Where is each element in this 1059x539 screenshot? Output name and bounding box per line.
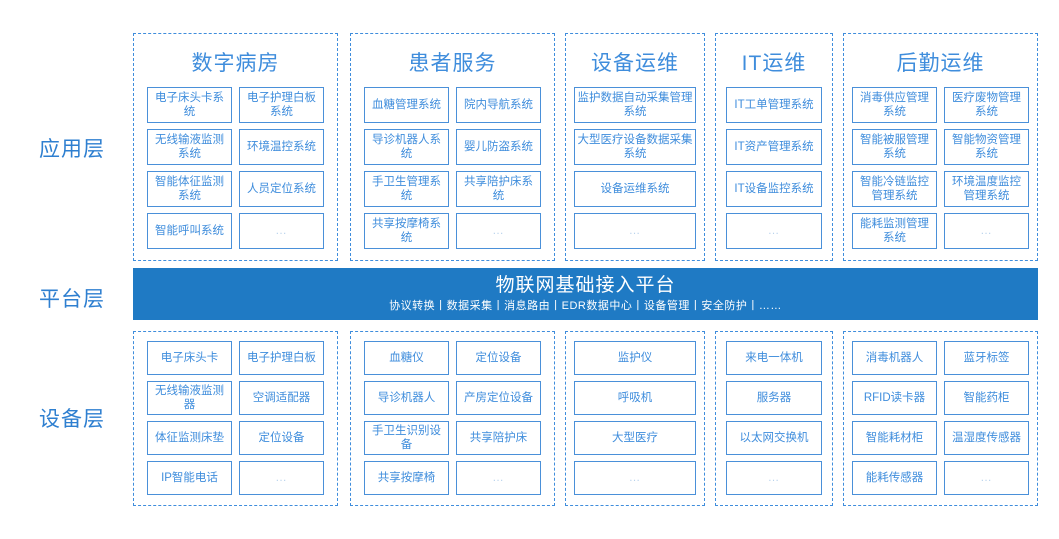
- dev-card[interactable]: 以太网交换机: [726, 421, 822, 455]
- app-group-logistics-ops: 后勤运维 消毒供应管理系统 医疗废物管理系统 智能被服管理系统 智能物资管理系统…: [843, 33, 1038, 261]
- dev-group-logistics-ops: 消毒机器人 蓝牙标签 RFID读卡器 智能药柜 智能耗材柜 温湿度传感器 能耗传…: [843, 331, 1038, 506]
- app-card-ellipsis[interactable]: …: [456, 213, 541, 249]
- app-card[interactable]: 设备运维系统: [574, 171, 696, 207]
- dev-card[interactable]: 手卫生识别设备: [364, 421, 449, 455]
- app-card[interactable]: 能耗监测管理系统: [852, 213, 937, 249]
- dev-card[interactable]: 监护仪: [574, 341, 696, 375]
- app-card[interactable]: 智能体征监测系统: [147, 171, 232, 207]
- app-group-title: 数字病房: [191, 52, 280, 75]
- app-card-grid: IT工单管理系统 IT资产管理系统 IT设备监控系统 …: [716, 87, 832, 249]
- app-card-ellipsis[interactable]: …: [574, 213, 696, 249]
- app-card[interactable]: 人员定位系统: [239, 171, 324, 207]
- dev-card[interactable]: 体征监测床垫: [147, 421, 232, 455]
- app-card[interactable]: 监护数据自动采集管理系统: [574, 87, 696, 123]
- dev-group-patient-service: 血糖仪 定位设备 导诊机器人 产房定位设备 手卫生识别设备 共享陪护床 共享按摩…: [350, 331, 555, 506]
- dev-card[interactable]: 共享陪护床: [456, 421, 541, 455]
- dev-card[interactable]: 呼吸机: [574, 381, 696, 415]
- app-card[interactable]: 血糖管理系统: [364, 87, 449, 123]
- dev-card-grid: 电子床头卡 电子护理白板 无线输液监测器 空调适配器 体征监测床垫 定位设备 I…: [134, 341, 337, 495]
- app-card[interactable]: 消毒供应管理系统: [852, 87, 937, 123]
- app-group-title: 后勤运维: [896, 52, 985, 75]
- dev-card-ellipsis[interactable]: …: [456, 461, 541, 495]
- dev-group-device-ops: 监护仪 呼吸机 大型医疗 …: [565, 331, 705, 506]
- app-card[interactable]: 共享按摩椅系统: [364, 213, 449, 249]
- dev-group-it-ops: 来电一体机 服务器 以太网交换机 …: [715, 331, 833, 506]
- app-card[interactable]: 环境温度监控管理系统: [944, 171, 1029, 207]
- app-card[interactable]: 电子护理白板系统: [239, 87, 324, 123]
- dev-card[interactable]: 智能药柜: [944, 381, 1029, 415]
- app-card[interactable]: 智能物资管理系统: [944, 129, 1029, 165]
- app-card-ellipsis[interactable]: …: [944, 213, 1029, 249]
- dev-card[interactable]: IP智能电话: [147, 461, 232, 495]
- platform-band: 物联网基础接入平台 协议转换丨数据采集丨消息路由丨EDR数据中心丨设备管理丨安全…: [133, 268, 1038, 320]
- dev-card-grid: 血糖仪 定位设备 导诊机器人 产房定位设备 手卫生识别设备 共享陪护床 共享按摩…: [351, 341, 554, 495]
- layer-label-platform: 平台层: [39, 288, 105, 311]
- dev-group-digital-ward: 电子床头卡 电子护理白板 无线输液监测器 空调适配器 体征监测床垫 定位设备 I…: [133, 331, 338, 506]
- dev-card-ellipsis[interactable]: …: [239, 461, 324, 495]
- app-card-grid: 监护数据自动采集管理系统 大型医疗设备数据采集系统 设备运维系统 …: [566, 87, 704, 249]
- dev-card[interactable]: 定位设备: [456, 341, 541, 375]
- platform-subtitle: 协议转换丨数据采集丨消息路由丨EDR数据中心丨设备管理丨安全防护丨……: [389, 299, 782, 312]
- dev-card[interactable]: 温湿度传感器: [944, 421, 1029, 455]
- app-card[interactable]: 医疗废物管理系统: [944, 87, 1029, 123]
- app-card[interactable]: 智能冷链监控管理系统: [852, 171, 937, 207]
- dev-card[interactable]: 消毒机器人: [852, 341, 937, 375]
- app-group-title: 设备运维: [591, 52, 679, 75]
- dev-card-ellipsis[interactable]: …: [944, 461, 1029, 495]
- app-card-grid: 消毒供应管理系统 医疗废物管理系统 智能被服管理系统 智能物资管理系统 智能冷链…: [844, 87, 1037, 249]
- app-card[interactable]: 智能被服管理系统: [852, 129, 937, 165]
- app-card[interactable]: 共享陪护床系统: [456, 171, 541, 207]
- dev-card[interactable]: 空调适配器: [239, 381, 324, 415]
- app-card[interactable]: 电子床头卡系统: [147, 87, 232, 123]
- app-card[interactable]: 无线输液监测系统: [147, 129, 232, 165]
- app-card-ellipsis[interactable]: …: [726, 213, 822, 249]
- dev-card[interactable]: RFID读卡器: [852, 381, 937, 415]
- app-card[interactable]: 院内导航系统: [456, 87, 541, 123]
- layer-label-device: 设备层: [39, 408, 105, 431]
- dev-card[interactable]: 来电一体机: [726, 341, 822, 375]
- dev-card-ellipsis[interactable]: …: [574, 461, 696, 495]
- dev-card-grid: 监护仪 呼吸机 大型医疗 …: [566, 341, 704, 495]
- dev-card[interactable]: 服务器: [726, 381, 822, 415]
- app-group-title: IT运维: [741, 52, 807, 75]
- app-card[interactable]: IT资产管理系统: [726, 129, 822, 165]
- app-card[interactable]: 环境温控系统: [239, 129, 324, 165]
- dev-card[interactable]: 蓝牙标签: [944, 341, 1029, 375]
- app-card[interactable]: 智能呼叫系统: [147, 213, 232, 249]
- app-card[interactable]: 婴儿防盗系统: [456, 129, 541, 165]
- dev-card[interactable]: 血糖仪: [364, 341, 449, 375]
- app-card[interactable]: 大型医疗设备数据采集系统: [574, 129, 696, 165]
- dev-card[interactable]: 无线输液监测器: [147, 381, 232, 415]
- dev-card-grid: 消毒机器人 蓝牙标签 RFID读卡器 智能药柜 智能耗材柜 温湿度传感器 能耗传…: [844, 341, 1037, 495]
- dev-card[interactable]: 定位设备: [239, 421, 324, 455]
- dev-card[interactable]: 电子护理白板: [239, 341, 324, 375]
- dev-card[interactable]: 产房定位设备: [456, 381, 541, 415]
- app-card[interactable]: 导诊机器人系统: [364, 129, 449, 165]
- dev-card-ellipsis[interactable]: …: [726, 461, 822, 495]
- dev-card-grid: 来电一体机 服务器 以太网交换机 …: [716, 341, 832, 495]
- app-group-device-ops: 设备运维 监护数据自动采集管理系统 大型医疗设备数据采集系统 设备运维系统 …: [565, 33, 705, 261]
- app-card-ellipsis[interactable]: …: [239, 213, 324, 249]
- app-group-it-ops: IT运维 IT工单管理系统 IT资产管理系统 IT设备监控系统 …: [715, 33, 833, 261]
- app-card[interactable]: IT设备监控系统: [726, 171, 822, 207]
- dev-card[interactable]: 能耗传感器: [852, 461, 937, 495]
- layer-label-application: 应用层: [39, 138, 105, 161]
- app-group-patient-service: 患者服务 血糖管理系统 院内导航系统 导诊机器人系统 婴儿防盗系统 手卫生管理系…: [350, 33, 555, 261]
- dev-card[interactable]: 导诊机器人: [364, 381, 449, 415]
- dev-card[interactable]: 大型医疗: [574, 421, 696, 455]
- app-card[interactable]: IT工单管理系统: [726, 87, 822, 123]
- app-card-grid: 电子床头卡系统 电子护理白板系统 无线输液监测系统 环境温控系统 智能体征监测系…: [134, 87, 337, 249]
- dev-card[interactable]: 共享按摩椅: [364, 461, 449, 495]
- app-card-grid: 血糖管理系统 院内导航系统 导诊机器人系统 婴儿防盗系统 手卫生管理系统 共享陪…: [351, 87, 554, 249]
- dev-card[interactable]: 智能耗材柜: [852, 421, 937, 455]
- platform-title: 物联网基础接入平台: [495, 274, 676, 296]
- dev-card[interactable]: 电子床头卡: [147, 341, 232, 375]
- app-group-digital-ward: 数字病房 电子床头卡系统 电子护理白板系统 无线输液监测系统 环境温控系统 智能…: [133, 33, 338, 261]
- app-card[interactable]: 手卫生管理系统: [364, 171, 449, 207]
- app-group-title: 患者服务: [408, 52, 497, 75]
